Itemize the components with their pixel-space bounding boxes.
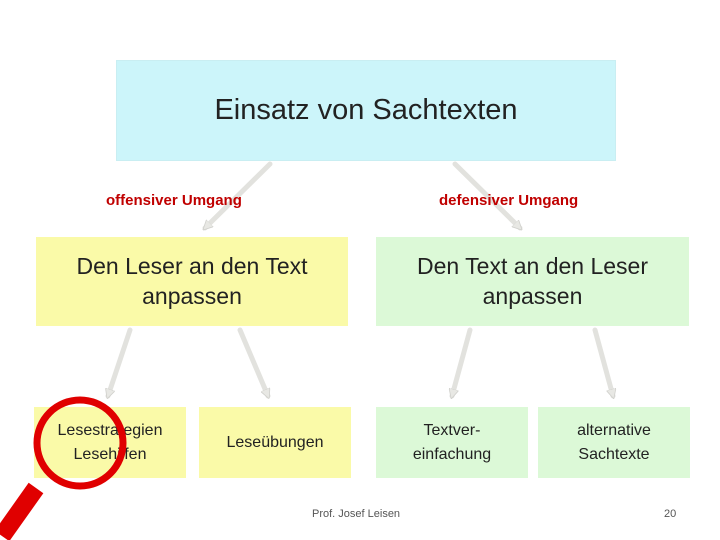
leaf-box-lesestrategien-text: Lesestrategien Lesehilfen [57,422,163,463]
arrow-right-to-leaf4 [592,327,613,396]
title-box: Einsatz von Sachtexten [116,60,616,161]
arrow-right-to-leaf3 [452,327,473,396]
page-number: 20 [664,508,677,520]
leaf-box-alternative-sachtexte: alternative Sachtexte [538,407,690,478]
arrow-left-to-leaf1 [108,327,133,396]
main-box-right-text: Den Text an den Leser anpassen [416,252,648,309]
diagram-title: Einsatz von Sachtexten [214,94,518,126]
arrow-left-to-leaf2 [237,327,271,396]
branch-label-defensive: defensiver Umgang [439,192,579,209]
leaf-box-lesestrategien: Lesestrategien Lesehilfen [34,407,186,478]
arrow-title-to-right [452,161,520,228]
main-box-left-text: Den Leser an den Text anpassen [76,252,308,309]
footer-author: Prof. Josef Leisen [312,508,401,520]
leaf-box-textvereinfachung: Textver- einfachung [376,407,528,478]
main-box-right: Den Text an den Leser anpassen [376,237,689,326]
leaf-box-alternative-sachtexte-text: alternative Sachtexte [577,422,651,463]
leaf-box-leseuebungen: Leseübungen [199,407,351,478]
arrow-title-to-left [205,161,273,228]
branch-label-offensive: offensiver Umgang [106,192,242,209]
leaf-box-leseuebungen-text: Leseübungen [226,433,324,451]
main-box-left: Den Leser an den Text anpassen [36,237,348,326]
leaf-box-textvereinfachung-text: Textver- einfachung [412,422,492,463]
